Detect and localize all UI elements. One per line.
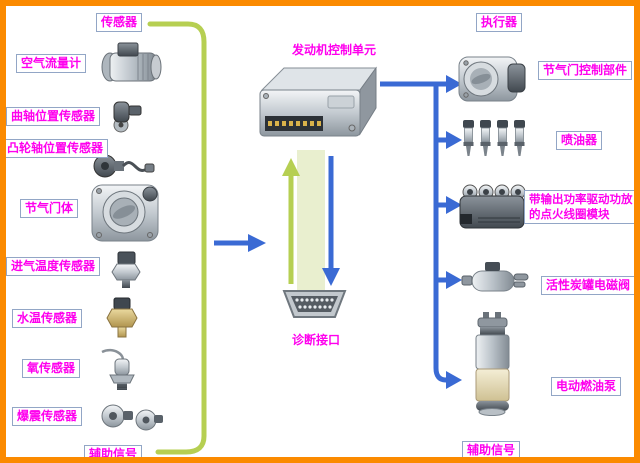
air-flow-meter-icon	[101, 42, 162, 82]
label-knock-sensor: 爆震传感器	[12, 407, 83, 426]
arrow-up-icon	[282, 158, 300, 176]
ecu-diagnostic-arrows	[282, 156, 340, 286]
arrow-right-icon	[446, 271, 462, 289]
actuator-branch-lines	[380, 75, 462, 389]
ecu-title: 发动机控制单元	[292, 43, 377, 57]
arrow-right-icon	[446, 131, 462, 149]
aux-signal-left-label: 辅助信号	[84, 445, 143, 463]
coolant-temp-sensor-icon	[106, 297, 138, 338]
canister-purge-valve-icon	[461, 262, 529, 292]
label-canister-purge-valve: 活性炭罐电磁阀	[541, 276, 636, 295]
label-air-flow-meter: 空气流量计	[16, 54, 87, 73]
label-oxygen-sensor: 氧传感器	[22, 359, 81, 378]
crankshaft-position-sensor-icon	[113, 101, 142, 133]
sensor-collector-line	[147, 21, 266, 455]
arrow-down-icon	[322, 268, 340, 286]
throttle-body-icon	[91, 184, 159, 242]
label-coolant-temp-sensor: 水温传感器	[12, 309, 83, 328]
label-fuel-injectors: 喷油器	[556, 131, 603, 150]
label-ignition-coil-module: 带输出功率驱动功放的点火线圈模块	[524, 190, 640, 224]
actuators-header: 执行器	[476, 13, 523, 32]
label-intake-air-temp-sensor: 进气温度传感器	[6, 257, 101, 276]
label-throttle-body: 节气门体	[20, 199, 79, 218]
ignition-coil-module-icon	[459, 184, 526, 229]
diagnostic-band	[297, 150, 325, 290]
throttle-control-unit-icon	[458, 56, 526, 102]
sensor-to-ecu-arrow-icon	[248, 234, 266, 252]
arrow-right-icon	[446, 75, 462, 93]
electric-fuel-pump-icon	[475, 312, 510, 416]
label-throttle-control-unit: 节气门控制部件	[538, 61, 633, 80]
label-electric-fuel-pump: 电动燃油泵	[551, 377, 622, 396]
oxygen-sensor-icon	[101, 348, 135, 390]
intake-air-temp-sensor-icon	[111, 251, 141, 288]
arrow-right-icon	[446, 371, 462, 389]
diagnostic-port-label: 诊断接口	[292, 333, 341, 347]
label-crankshaft-position-sensor: 曲轴位置传感器	[6, 107, 101, 126]
aux-signal-right-label: 辅助信号	[462, 441, 521, 460]
knock-sensor-icon	[101, 404, 163, 431]
arrow-right-icon	[446, 196, 462, 214]
label-camshaft-position-sensor: 凸轮轴位置传感器	[2, 139, 109, 158]
diagnostic-connector-icon	[282, 290, 347, 318]
engine-control-unit-icon	[259, 66, 377, 137]
fuel-injectors-icon	[462, 119, 526, 157]
sensors-header: 传感器	[96, 13, 143, 32]
camshaft-position-sensor-icon	[93, 154, 155, 178]
